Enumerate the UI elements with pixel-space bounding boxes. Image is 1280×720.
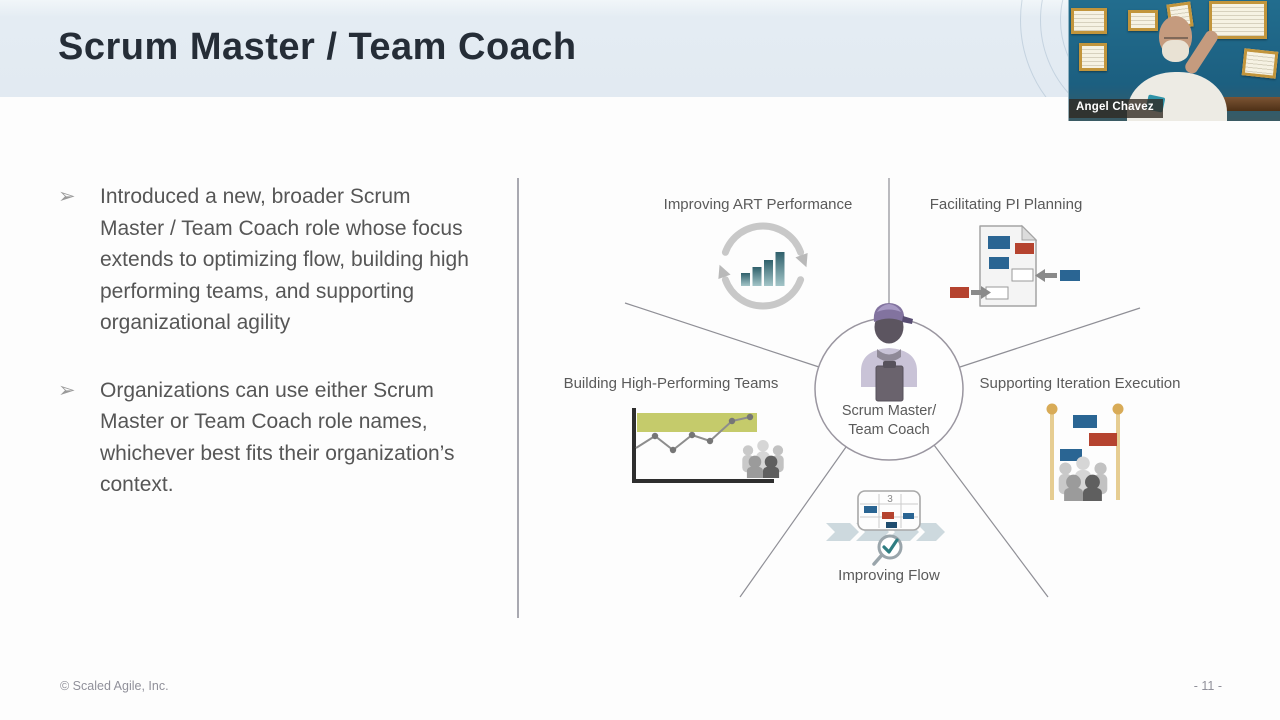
page-number: - 11 - [1193, 679, 1222, 693]
scrum-master-person-icon [861, 303, 917, 402]
node-label-facilitating-pi-planning: Facilitating PI Planning [929, 196, 1083, 213]
wip-limit-label: 3 [887, 494, 893, 505]
vertical-divider [517, 178, 519, 618]
page-title: Scrum Master / Team Coach [58, 26, 577, 68]
center-label-line2: Team Coach [848, 422, 930, 438]
program-board-cards-icon [950, 224, 1080, 307]
arrow-bullet-icon: ➢ [58, 185, 76, 208]
node-label-improving-art-performance: Improving ART Performance [663, 196, 853, 213]
participant-glasses [1164, 33, 1188, 39]
bullet-text: Introduced a new, broader Scrum Master /… [100, 185, 469, 334]
slide-header: Scrum Master / Team Coach [0, 0, 1280, 97]
performance-chart-team-icon [632, 408, 784, 483]
node-label-improving-flow: Improving Flow [838, 567, 940, 584]
center-circle-label: Scrum Master/ Team Coach [842, 402, 936, 440]
kanban-flow-check-icon: 3 [826, 490, 945, 566]
scrum-master-responsibilities-diagram: 3 Improving ART Performance Facilitating… [520, 170, 1280, 630]
framed-certificate [1209, 1, 1267, 39]
bullet-list: ➢ Introduced a new, broader Scrum Master… [58, 181, 488, 501]
list-item: ➢ Organizations can use either Scrum Mas… [58, 375, 488, 501]
diagram-spokes [624, 178, 1141, 598]
webcam-video-tile[interactable]: Angel Chavez [1068, 0, 1280, 121]
diagram-canvas: 3 [624, 178, 1141, 598]
arrow-bullet-icon: ➢ [58, 378, 76, 402]
node-label-supporting-iteration-execution: Supporting Iteration Execution [979, 375, 1181, 392]
node-label-building-high-performing-teams: Building High-Performing Teams [563, 375, 779, 392]
framed-certificate [1241, 48, 1279, 79]
bullet-text: Organizations can use either Scrum Maste… [100, 378, 455, 497]
participant-beard [1162, 40, 1189, 62]
copyright-text: © Scaled Agile, Inc. [60, 679, 169, 693]
iteration-kanban-team-icon [1046, 403, 1124, 501]
cycle-arrows-bar-chart-icon [718, 222, 808, 310]
center-label-line1: Scrum Master/ [841, 403, 937, 419]
framed-certificate [1128, 10, 1158, 31]
framed-certificate [1079, 43, 1107, 71]
framed-certificate [1071, 8, 1107, 34]
participant-name-badge: Angel Chavez [1069, 99, 1163, 118]
list-item: ➢ Introduced a new, broader Scrum Master… [58, 181, 488, 339]
